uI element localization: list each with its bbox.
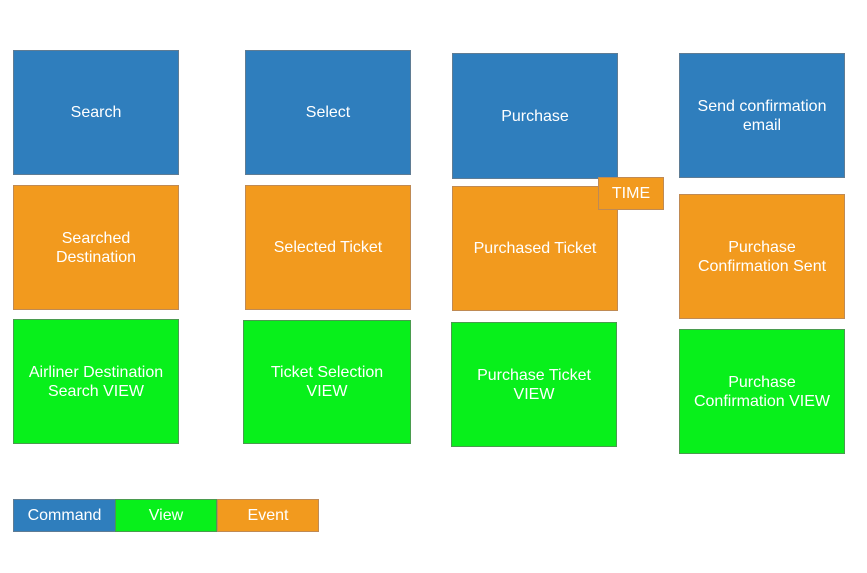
view-purchase-confirmation-box: Purchase Confirmation VIEW bbox=[679, 329, 845, 454]
command-send-confirmation-email-label: Send confirmation email bbox=[697, 97, 827, 134]
view-airliner-destination-search-label: Airliner Destination Search VIEW bbox=[28, 363, 164, 400]
view-ticket-selection-label: Ticket Selection VIEW bbox=[270, 364, 384, 400]
view-purchase-confirmation-label: Purchase Confirmation VIEW bbox=[693, 373, 831, 410]
view-purchase-ticket-box: Purchase Ticket VIEW bbox=[451, 322, 617, 447]
event-purchase-confirmation-sent-box: Purchase Confirmation Sent bbox=[679, 194, 845, 319]
command-select-label: Select bbox=[305, 104, 351, 121]
view-purchase-ticket-label: Purchase Ticket VIEW bbox=[477, 366, 591, 403]
legend-view-label: View bbox=[148, 506, 184, 524]
view-airliner-destination-search-box: Airliner Destination Search VIEW bbox=[13, 319, 179, 444]
time-label: TIME bbox=[611, 184, 651, 202]
command-select-box: Select bbox=[245, 50, 411, 175]
time-event-box: TIME bbox=[598, 177, 664, 210]
command-search-label: Search bbox=[70, 104, 122, 121]
event-purchased-ticket-box: Purchased Ticket bbox=[452, 186, 618, 311]
event-purchased-ticket-label: Purchased Ticket bbox=[473, 240, 597, 257]
command-purchase-box: Purchase bbox=[452, 53, 618, 179]
event-purchase-confirmation-sent-label: Purchase Confirmation Sent bbox=[697, 238, 827, 275]
event-searched-destination-label: Searched Destination bbox=[55, 229, 137, 266]
legend-command-label: Command bbox=[27, 506, 102, 524]
command-purchase-label: Purchase bbox=[501, 107, 569, 125]
legend-event-label: Event bbox=[247, 506, 289, 524]
event-selected-ticket-box: Selected Ticket bbox=[245, 185, 411, 310]
command-search-box: Search bbox=[13, 50, 179, 175]
legend-event: Event bbox=[217, 499, 319, 532]
legend-command: Command bbox=[13, 499, 116, 532]
command-send-confirmation-email-box: Send confirmation email bbox=[679, 53, 845, 178]
event-selected-ticket-label: Selected Ticket bbox=[273, 239, 383, 256]
legend-view: View bbox=[115, 499, 217, 532]
view-ticket-selection-box: Ticket Selection VIEW bbox=[243, 320, 411, 444]
event-searched-destination-box: Searched Destination bbox=[13, 185, 179, 310]
